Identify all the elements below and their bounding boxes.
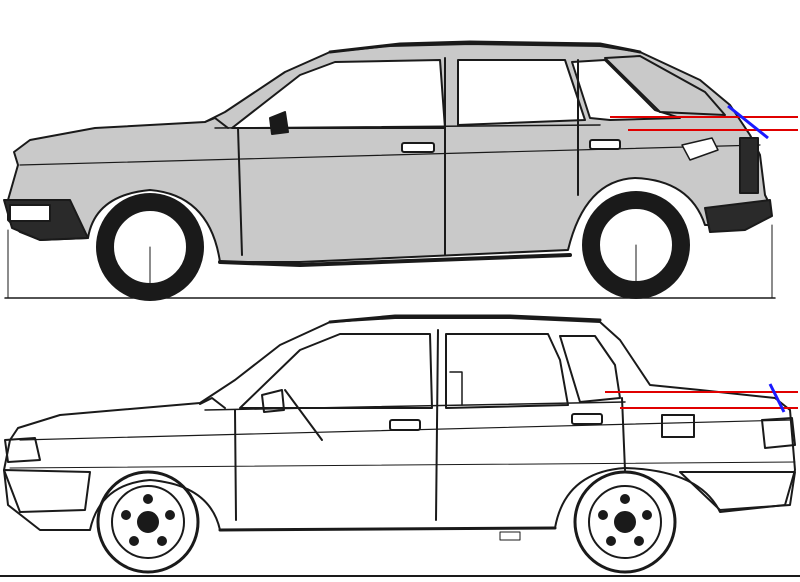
hatchback-fuel-door bbox=[681, 137, 719, 161]
sedan-rear-door-line bbox=[621, 397, 626, 471]
sedan-reference-markers bbox=[605, 383, 798, 413]
sedan-rear-wheel bbox=[573, 470, 677, 574]
sedan-rear-bumper bbox=[679, 471, 796, 511]
hatchback-rear-door-window bbox=[457, 59, 586, 126]
hatchback-wiper bbox=[204, 117, 229, 129]
sedan-window-sill bbox=[204, 401, 626, 411]
sedan-side-molding bbox=[9, 461, 796, 469]
sedan-badge bbox=[499, 531, 521, 541]
hatchback-front-wheel bbox=[96, 193, 204, 301]
sedan-headlight bbox=[4, 437, 41, 463]
hatchback-rear-bumper bbox=[704, 199, 773, 233]
sedan-rear-seat bbox=[449, 371, 463, 406]
sedan-front-window bbox=[239, 333, 433, 409]
sedan-rear-door-handle bbox=[571, 413, 603, 425]
hatchback-reference-markers bbox=[610, 104, 798, 140]
hatchback-front-door-handle bbox=[401, 142, 435, 153]
hatchback-tail-light bbox=[739, 137, 759, 194]
sedan-body bbox=[3, 317, 796, 531]
hatchback-fog-light bbox=[9, 204, 51, 222]
sedan-sill bbox=[218, 526, 557, 532]
sedan-wiper bbox=[199, 397, 226, 409]
sedan-car bbox=[0, 314, 800, 577]
hatchback-rear-wheel bbox=[582, 191, 690, 299]
hatchback-rear-door-handle bbox=[589, 139, 621, 150]
sedan-front-door-handle bbox=[389, 419, 421, 431]
sedan-mirror bbox=[261, 389, 285, 413]
hatchback-belt-line bbox=[19, 144, 761, 166]
hatchback-front-door-line bbox=[237, 127, 243, 256]
hatchback-body bbox=[7, 43, 771, 263]
hatchback-c-pillar bbox=[604, 55, 726, 116]
sedan-steering-column bbox=[284, 389, 323, 441]
sedan-front-door-line bbox=[234, 409, 237, 521]
hatchback-sill bbox=[218, 253, 572, 267]
hatchback-front-window bbox=[231, 59, 446, 129]
sedan-rear-door-window bbox=[445, 333, 569, 409]
hatchback-roof-line bbox=[328, 40, 642, 54]
sedan-b-pillar bbox=[435, 329, 439, 521]
sedan-roof-line bbox=[328, 314, 602, 324]
sedan-tail-light bbox=[761, 417, 796, 449]
sedan-front-bumper bbox=[3, 469, 91, 513]
hatchback-mirror bbox=[269, 111, 289, 135]
hatchback-car bbox=[3, 40, 776, 301]
sedan-fuel-door bbox=[661, 414, 695, 438]
sedan-blue-line bbox=[768, 383, 786, 413]
sedan-front-wheel bbox=[96, 470, 200, 574]
hatchback-blue-line bbox=[727, 104, 769, 140]
sedan-quarter-window bbox=[559, 335, 621, 403]
